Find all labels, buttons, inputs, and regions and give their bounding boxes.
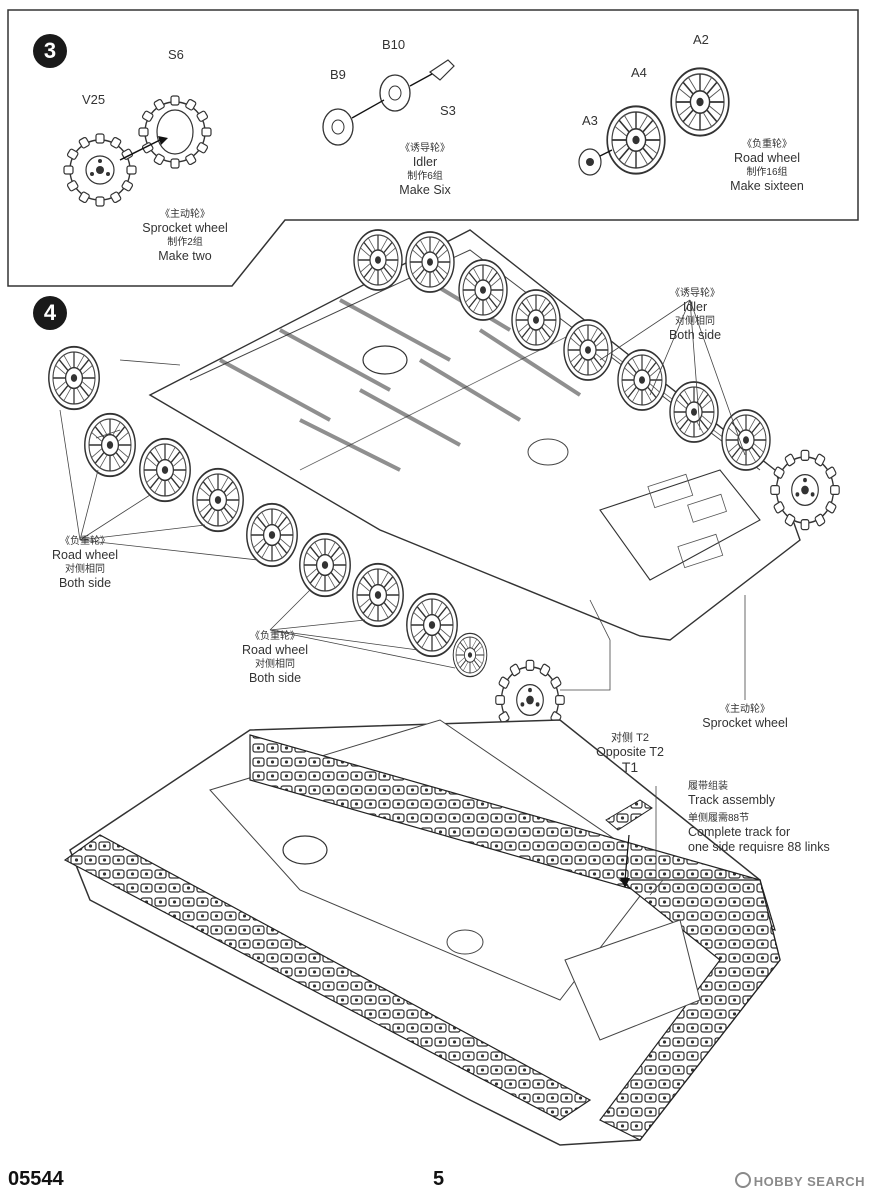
track-links-zh: 单侧履需88节 bbox=[688, 813, 750, 824]
step4-roadwheel-mid-note-zh: 对侧相同 bbox=[255, 659, 295, 670]
idler-caption-en: Idler bbox=[412, 155, 438, 169]
track-part-t1: T1 bbox=[621, 759, 639, 775]
step4-roadwheel-left-en: Road wheel bbox=[51, 548, 118, 562]
step-3-badge: 3 bbox=[33, 34, 67, 68]
step4-roadwheel-left-note-zh: 对侧相同 bbox=[65, 564, 105, 575]
roadwheel-caption-zh: 《负重轮》 bbox=[742, 139, 792, 150]
roadwheel-caption: 《负重轮》 Road wheel 制作16组 Make sixteen bbox=[712, 138, 822, 194]
step-4-number: 4 bbox=[43, 300, 57, 325]
step4-roadwheel-mid-en: Road wheel bbox=[241, 643, 308, 657]
step4-idler-note-en: Both side bbox=[668, 328, 722, 342]
product-code: 05544 bbox=[8, 1168, 64, 1190]
track-opposite-en: Opposite T2 bbox=[596, 745, 664, 759]
step4-roadwheel-mid-zh: 《负重轮》 bbox=[250, 631, 300, 642]
part-label-s6: S6 bbox=[168, 47, 184, 62]
part-label-a4: A4 bbox=[631, 65, 647, 80]
a4-roadwheel-drawing bbox=[606, 105, 666, 175]
track-assembly-caption: 履带组装 Track assembly 单侧履需88节 Complete tra… bbox=[688, 780, 868, 855]
step-4-badge: 4 bbox=[33, 296, 67, 330]
assembled-chassis-drawing bbox=[63, 719, 781, 1146]
step4-sprocket-caption: 《主动轮》 Sprocket wheel bbox=[680, 703, 810, 731]
track-opposite-zh: 对侧 T2 bbox=[611, 732, 649, 744]
step4-roadwheel-left-zh: 《负重轮》 bbox=[60, 536, 110, 547]
idler-caption: 《诱导轮》 Idler 制作6组 Make Six bbox=[370, 142, 480, 198]
sprocket-caption-en: Sprocket wheel bbox=[142, 221, 228, 235]
part-label-a2: A2 bbox=[693, 32, 709, 47]
sprocket-qty-en: Make two bbox=[158, 249, 212, 263]
step4-roadwheel-left-caption: 《负重轮》 Road wheel 对侧相同 Both side bbox=[30, 535, 140, 591]
b10-idler-drawing bbox=[379, 74, 411, 112]
step4-idler-zh: 《诱导轮》 bbox=[670, 288, 720, 299]
part-label-v25: V25 bbox=[82, 92, 106, 107]
step-3-number: 3 bbox=[43, 38, 57, 63]
watermark-text: HOBBY SEARCH bbox=[753, 1174, 865, 1189]
watermark: HOBBY SEARCH bbox=[734, 1172, 865, 1189]
track-part-caption: 对侧 T2 Opposite T2 T1 bbox=[580, 732, 680, 776]
s6-sprocket-drawing bbox=[138, 95, 212, 169]
idler-qty-en: Make Six bbox=[399, 183, 451, 197]
hull-exploded-drawing bbox=[148, 229, 801, 641]
roadwheel-qty-en: Make sixteen bbox=[730, 179, 804, 193]
t1-track-link-drawing bbox=[605, 799, 653, 888]
step4-sprocket-zh: 《主动轮》 bbox=[720, 704, 770, 715]
roadwheel-caption-en: Road wheel bbox=[733, 151, 800, 165]
track-assembly-zh: 履带组装 bbox=[688, 781, 728, 792]
part-label-s3: S3 bbox=[440, 103, 456, 118]
b9-idler-drawing bbox=[322, 108, 354, 146]
v25-sprocket-drawing bbox=[63, 133, 137, 207]
idler-qty-zh: 制作6组 bbox=[407, 171, 443, 182]
step4-idler-note-zh: 对侧相同 bbox=[675, 316, 715, 327]
roadwheel-qty-zh: 制作16组 bbox=[746, 167, 788, 178]
a3-hubcap-drawing bbox=[578, 148, 602, 176]
s3-axle-drawing bbox=[428, 59, 455, 81]
step4-roadwheel-mid-caption: 《负重轮》 Road wheel 对侧相同 Both side bbox=[220, 630, 330, 686]
track-assembly-en: Track assembly bbox=[688, 793, 776, 807]
sprocket-qty-zh: 制作2组 bbox=[167, 237, 203, 248]
part-label-b10: B10 bbox=[382, 37, 406, 52]
part-label-b9: B9 bbox=[330, 67, 346, 82]
step4-idler-en: Idler bbox=[682, 300, 708, 314]
page-number: 5 bbox=[433, 1168, 445, 1190]
sprocket-caption: 《主动轮》 Sprocket wheel 制作2组 Make two bbox=[130, 208, 240, 264]
idler-caption-zh: 《诱导轮》 bbox=[400, 143, 450, 154]
track-links-en-1: Complete track for bbox=[688, 825, 791, 839]
part-label-a3: A3 bbox=[582, 113, 598, 128]
step4-idler-caption: 《诱导轮》 Idler 对侧相同 Both side bbox=[640, 287, 750, 343]
watermark-logo-icon bbox=[734, 1172, 751, 1188]
sprocket-caption-zh: 《主动轮》 bbox=[160, 209, 210, 220]
step4-roadwheel-mid-note-en: Both side bbox=[248, 671, 302, 685]
step4-roadwheel-left-note-en: Both side bbox=[58, 576, 112, 590]
a2-roadwheel-drawing bbox=[670, 67, 730, 137]
track-links-en-2: one side requisre 88 links bbox=[688, 840, 830, 854]
step4-sprocket-en: Sprocket wheel bbox=[702, 716, 788, 730]
